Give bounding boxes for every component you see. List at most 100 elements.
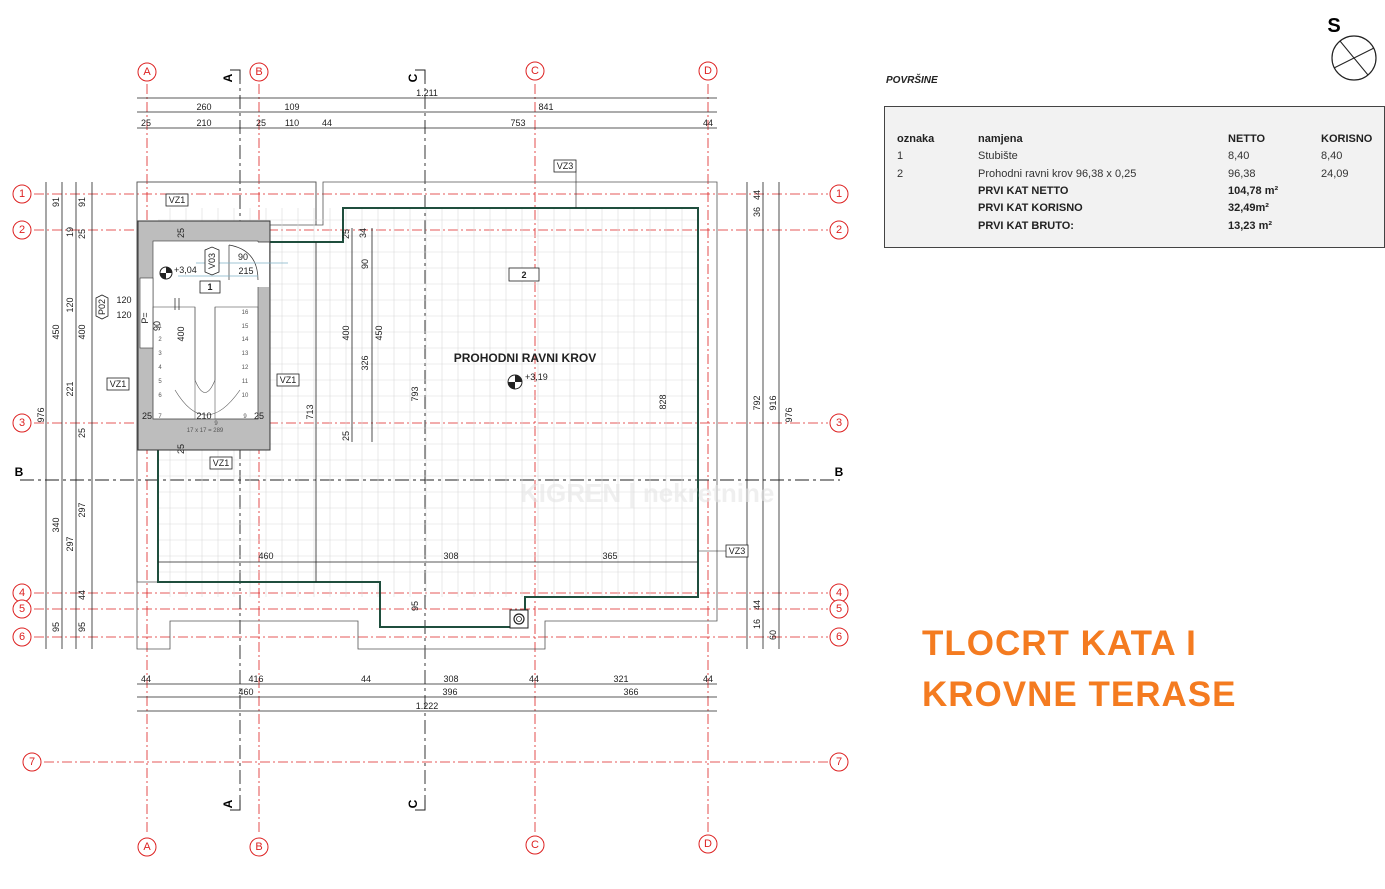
dim-stair-120a: 120 [116,295,131,305]
dim-stair-215: 215 [238,266,253,276]
axis-c-top-bubble [525,61,545,81]
dim-int-793: 793 [410,386,420,401]
row-1-korisno: 8,40 [1321,150,1343,162]
stair-step-number: 4 [158,365,162,371]
axis-a-top-label: A [143,66,151,78]
dim-left-inner-3: 221 [65,381,75,396]
axis-6-right-bubble [829,627,849,647]
dim-top-r1-0: 260 [196,102,211,112]
stair-step-number: 5 [158,379,162,385]
dim-int-450: 450 [374,325,384,340]
dim-int-90: 90 [360,259,370,269]
dim-bot-r1-3: 308 [443,674,458,684]
axis-7-left-label: 7 [29,756,35,768]
total-korisno-label: PRVI KAT KORISNO [978,202,1083,214]
dim-left-25: 25 [77,229,87,239]
wall-tags: VZ1 VZ1 VZ1 VZ1 VZ3 VZ3 P02 V03 P= [95,159,749,558]
dim-top-r2-6: 44 [703,118,713,128]
header-oznaka: oznaka [897,133,935,145]
dim-left-inner-6: 44 [77,590,87,600]
dim-stair-400: 400 [176,326,186,341]
axis-5-left-label: 5 [19,603,25,615]
dim-int-400: 400 [341,325,351,340]
north-label: S [1327,15,1340,37]
dim-int-460: 460 [258,551,273,561]
dim-left-mid-2: 340 [51,517,61,532]
dim-bot-r1-1: 416 [248,674,263,684]
row-2-namjena: Prohodni ravni krov 96,38 x 0,25 [978,168,1137,180]
tag-p-eq: P= [140,312,150,323]
dim-top-total: 1.211 [416,88,438,98]
tag-p02: P02 [97,299,107,315]
axis-1-right-bubble [829,184,849,204]
section-c-top-label: C [406,73,420,82]
dim-int-326: 326 [360,355,370,370]
dim-int-828: 828 [658,394,668,409]
dim-top-r2-4: 44 [322,118,332,128]
section-a-bottom-label: A [221,799,235,808]
dim-bot-r1-0: 44 [141,674,151,684]
dims-interior: 25 34 90 400 450 326 25 713 793 828 460 … [116,228,668,611]
dim-left-mid-3: 95 [51,622,61,632]
dim-top-r1-1: 109 [284,102,299,112]
dim-left-mid-1: 450 [51,324,61,339]
axis-4-right-label: 4 [836,587,842,599]
dim-top-r2-2: 25 [256,118,266,128]
room-1-number: 1 [207,282,212,292]
tag-vz1-right: VZ1 [280,375,297,385]
tag-vz1-top: VZ1 [169,195,186,205]
dims-left: 976 91 450 340 95 297 91 19 120 221 25 2… [36,197,87,632]
axis-c-bottom-bubble [525,835,545,855]
axis-d-top-bubble [698,61,718,81]
areas-table-header: oznaka namjena NETTO KORISNO [897,133,1377,149]
total-netto-label: PRVI KAT NETTO [978,185,1069,197]
drawing-title-line-2: KROVNE TERASE [922,675,1237,714]
axis-5-right-label: 5 [836,603,842,615]
watermark: KIGREN | nekretnine [520,478,774,508]
dim-right-inner-0: 44 [752,190,762,200]
dim-int-34: 34 [358,228,368,238]
dim-top-r2-3: 110 [285,118,299,128]
stair-step-number: 6 [158,393,162,399]
stair-step-number: 12 [242,365,249,371]
axis-7-right-bubble [829,752,849,772]
axis-2-right-bubble [829,220,849,240]
dim-right-inner-5: 60 [768,630,778,640]
axis-2-right-label: 2 [836,224,842,236]
dims-right: 976 916 44 36 792 44 16 60 [752,190,794,640]
total-netto-value: 104,78 m² [1228,185,1279,197]
dim-bot-r2-1: 396 [442,687,457,697]
dim-left-inner-7: 95 [77,622,87,632]
row-2-oznaka: 2 [897,168,904,180]
total-bruto-value: 13,23 m² [1228,220,1273,232]
dim-right-inner-1: 36 [752,207,762,217]
stair-step-number: 7 [158,414,162,420]
stair-step-number: 9 [214,421,218,427]
dim-left-inner-1: 19 [65,227,75,237]
axis-a-bottom-bubble [137,837,157,857]
dim-left-inner-5: 297 [77,502,87,517]
row-2-korisno: 24,09 [1321,168,1349,180]
dim-bot-r2-2: 366 [623,687,638,697]
dim-int-365: 365 [602,551,617,561]
header-netto: NETTO [1228,133,1266,145]
axis-d-top-label: D [704,65,712,77]
total-korisno-value: 32,49m² [1228,202,1269,214]
axis-6-right-label: 6 [836,631,842,643]
axis-c-bottom-label: C [531,839,539,851]
dim-stair-120b: 120 [116,310,131,320]
tag-v03: V03 [207,253,217,269]
section-a-top-label: A [221,73,235,82]
axis-b-bottom-label: B [255,841,262,853]
dim-stair-25r: 25 [254,411,264,421]
tag-vz1-left: VZ1 [110,379,127,389]
row-1-netto: 8,40 [1228,150,1250,162]
dim-bot-r1-6: 44 [703,674,713,684]
row-1-namjena: Stubište [978,150,1018,162]
dim-right-inner-3: 44 [752,600,762,610]
north-arrow-icon: S [1327,15,1377,81]
terrace-parapet [157,207,699,628]
axis-1-left-bubble [12,184,32,204]
stair-step-number: 9 [243,414,247,420]
